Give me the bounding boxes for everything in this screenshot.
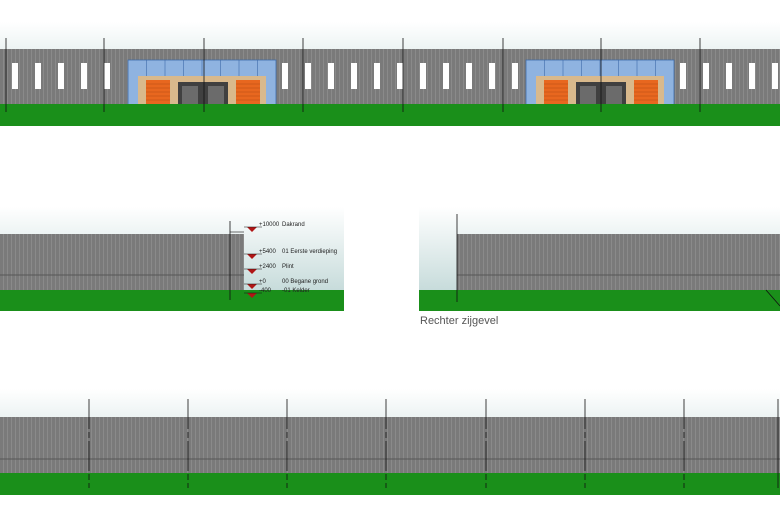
rear-elevation [0,389,780,495]
level-value: +10000 [259,222,280,228]
entrance-unit [127,59,277,110]
level-value: +2400 [259,264,277,270]
window-strip [680,63,686,89]
right-slope-line [765,289,780,307]
window-strip [466,63,472,89]
level-marker: +2400 Plint [244,264,294,274]
left-ground [0,290,344,311]
dock-door [606,86,622,104]
window-strip [489,63,495,89]
window-strip [512,63,518,89]
left-wall [0,234,244,290]
right-side-elevation: Rechter zijgevel [419,207,780,327]
down-triangle-icon [247,269,257,274]
window-strip [305,63,311,89]
window-strip [282,63,288,89]
window-strip [772,63,778,89]
window-strip [81,63,87,89]
dock-door [208,86,224,104]
level-marker: +0 00 Begane grond [244,279,328,289]
level-name: Dakrand [282,222,305,228]
front-grid-lines [5,38,701,112]
level-value: +0 [259,279,267,285]
level-name: Plint [282,264,294,270]
level-value: -400 [259,288,272,294]
front-elevation [0,22,780,126]
window-strip [104,63,110,89]
level-marker: +5400 01 Eerste verdieping [244,249,337,259]
level-marker: -400 -01 Kelder [244,288,310,298]
window-strip [351,63,357,89]
window-strip [374,63,380,89]
down-triangle-icon [247,284,257,289]
front-ground [0,104,780,126]
window-strip [397,63,403,89]
window-strip [35,63,41,89]
window-strip [749,63,755,89]
level-name: 00 Begane grond [282,279,328,285]
window-strip [726,63,732,89]
rear-wall [0,417,780,473]
window-strip [443,63,449,89]
right-ground [419,290,780,311]
right-side-caption: Rechter zijgevel [420,315,498,327]
window-strip [420,63,426,89]
window-strip [703,63,709,89]
down-triangle-icon [247,227,257,232]
window-strip [328,63,334,89]
level-name: -01 Kelder [282,288,310,294]
window-strip [12,63,18,89]
rear-grid-lines [88,399,779,488]
window-strip [58,63,64,89]
right-wall [457,234,780,290]
down-triangle-icon [247,254,257,259]
dock-door [580,86,596,104]
level-value: +5400 [259,249,277,255]
front-entrance-units [127,59,675,110]
level-name: 01 Eerste verdieping [282,249,337,255]
front-window-row [12,63,778,89]
rear-ground [0,473,780,495]
entrance-unit [525,59,675,110]
down-triangle-icon [247,293,257,298]
dock-door [182,86,198,104]
